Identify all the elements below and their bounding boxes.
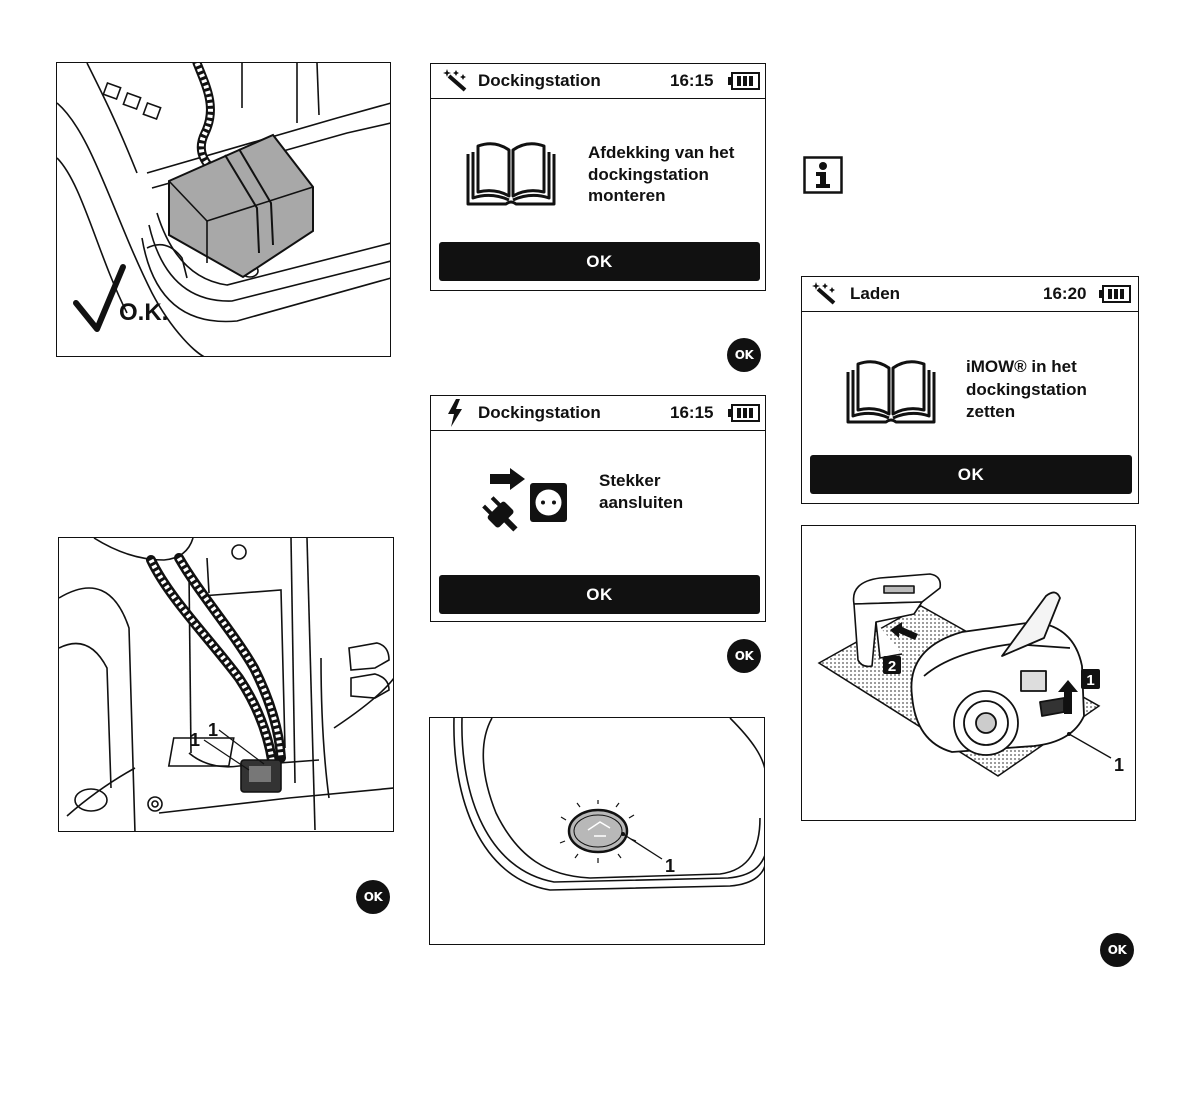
wand-icon [812,281,838,305]
screen-header: Dockingstation 16:15 [431,64,765,99]
figure-status-led: 1 [429,717,765,945]
step-badge: 1 [1086,672,1094,689]
plug-socket-icon [480,468,568,538]
message-line: Afdekking van het [588,142,734,164]
figure-cover-fitted: O.K. [56,62,391,357]
ok-key-icon: OK [727,639,761,673]
callout-label: 1 [665,856,675,876]
ok-button[interactable]: OK [810,455,1132,494]
led-illustration: 1 [430,718,765,945]
callout-label: 1 [190,730,200,750]
message-line: zetten [966,401,1087,424]
ok-check-label: O.K. [119,299,168,326]
ok-key-icon: OK [727,338,761,372]
mower-illustration: 2 1 1 [802,526,1136,821]
lightning-icon [446,399,464,427]
screen-header: Dockingstation 16:15 [431,396,765,431]
figure-cable-connection: 1 1 [58,537,394,832]
callout-label: 1 [1114,755,1124,775]
screen-title: Dockingstation [478,396,601,430]
wand-icon [443,68,469,92]
arrow-right-icon [490,468,525,490]
status-led [560,800,636,863]
connector-cover [169,135,313,277]
display-screen-plug: Dockingstation 16:15 Stekker aansluiten … [430,395,766,622]
check-mark-icon [76,267,123,329]
display-screen-cover: Dockingstation 16:15 Afdekking van het d… [430,63,766,291]
message-line: dockingstation [588,164,734,186]
battery-icon [728,72,760,90]
callout-label: 1 [208,720,218,740]
info-icon [803,156,843,194]
manual-book-icon [465,140,557,208]
screen-message: Stekker aansluiten [599,470,683,513]
ok-key-icon: OK [1100,933,1134,967]
battery-icon [1099,285,1131,303]
message-line: monteren [588,185,734,207]
screen-message: Afdekking van het dockingstation montere… [588,142,734,207]
cable-connector [241,760,281,792]
clock-time: 16:15 [670,64,713,98]
cover-illustration: O.K. [57,63,391,357]
ok-button[interactable]: OK [439,242,760,281]
display-screen-charging: Laden 16:20 iMOW® in het dockingstation … [801,276,1139,504]
cable-illustration: 1 1 [59,538,394,832]
figure-mower-docking: 2 1 1 [801,525,1136,821]
ok-key-icon: OK [356,880,390,914]
screen-title: Laden [850,277,900,311]
message-line: aansluiten [599,492,683,514]
clock-time: 16:20 [1043,277,1086,311]
screen-title: Dockingstation [478,64,601,98]
screen-header: Laden 16:20 [802,277,1138,312]
step-badge: 2 [888,658,896,675]
manual-book-icon [845,358,937,426]
clock-time: 16:15 [670,396,713,430]
screen-message: iMOW® in het dockingstation zetten [966,356,1087,424]
message-line: dockingstation [966,379,1087,402]
battery-icon [728,404,760,422]
ok-button[interactable]: OK [439,575,760,614]
message-line: iMOW® in het [966,356,1087,379]
message-line: Stekker [599,470,683,492]
